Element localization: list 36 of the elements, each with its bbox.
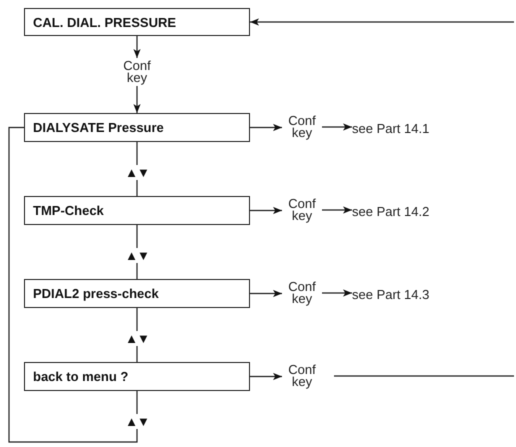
- arrow-keys-symbol: ▲▼: [123, 331, 151, 346]
- arrow: [133, 86, 141, 113]
- connector-line: [136, 225, 138, 248]
- process-box: PDIAL2 press-check: [24, 279, 250, 308]
- arrow-keys-symbol: ▲▼: [123, 248, 151, 263]
- arrow: [133, 36, 141, 58]
- process-box: back to menu ?: [24, 362, 250, 391]
- connector-line: [8, 126, 138, 443]
- arrow: [250, 124, 282, 132]
- arrow: [250, 18, 514, 26]
- arrow: [322, 289, 352, 297]
- key-label: Conf key: [118, 58, 156, 86]
- reference-text: see Part 14.2: [352, 203, 452, 219]
- arrow: [250, 206, 282, 214]
- connector-line: [136, 308, 138, 331]
- connector-line: [136, 263, 138, 279]
- process-box: DIALYSATE Pressure: [24, 113, 250, 142]
- connector-line: [136, 180, 138, 196]
- process-box: TMP-Check: [24, 196, 250, 225]
- reference-text: see Part 14.3: [352, 286, 452, 302]
- key-label: Conf key: [282, 196, 322, 224]
- key-label: Conf key: [282, 362, 322, 390]
- connector-line: [136, 346, 138, 362]
- arrow-keys-symbol: ▲▼: [123, 165, 151, 180]
- connector-line: [334, 375, 514, 377]
- key-label: Conf key: [282, 113, 322, 141]
- arrow: [250, 290, 282, 298]
- connector-line: [136, 142, 138, 165]
- key-label: Conf key: [282, 279, 322, 307]
- arrow: [322, 206, 352, 214]
- arrow: [322, 123, 352, 131]
- arrow-keys-symbol: ▲▼: [123, 414, 151, 429]
- arrow: [250, 372, 282, 380]
- connector-line: [136, 391, 138, 414]
- reference-text: see Part 14.1: [352, 120, 452, 136]
- process-box: CAL. DIAL. PRESSURE: [24, 8, 250, 36]
